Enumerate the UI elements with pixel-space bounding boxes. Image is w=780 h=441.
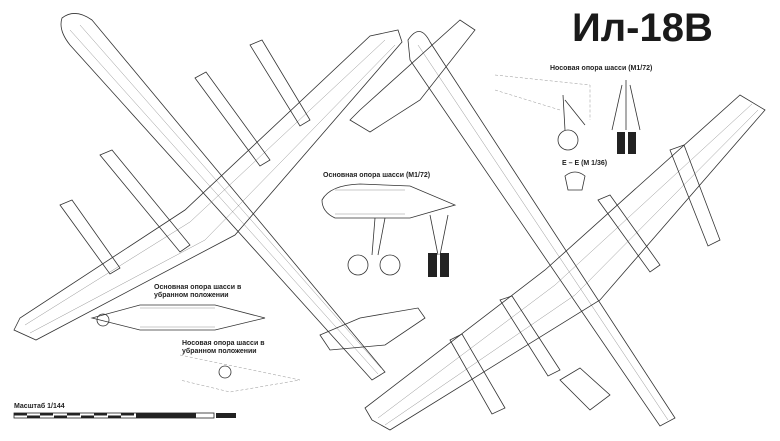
left-aircraft-top-view xyxy=(13,13,426,381)
retracted-gear-detail xyxy=(90,304,301,393)
label-line: Основная опора шасси в xyxy=(154,284,242,291)
scale-bar xyxy=(13,412,236,419)
main-gear-label: Основная опора шасси (М1/72) xyxy=(323,172,431,179)
label-line: Носовая опора шасси в xyxy=(182,340,265,347)
right-aircraft-bottom-view xyxy=(349,19,766,431)
nose-gear-retracted-label: Носовая опора шасси в убранном положении xyxy=(182,340,265,356)
main-gear-retracted-label: Основная опора шасси в убранном положени… xyxy=(154,284,241,300)
scale-label: Масштаб 1/144 xyxy=(14,403,65,410)
main-gear-detail xyxy=(321,183,457,277)
nose-gear-label: Носовая опора шасси (М1/72) xyxy=(550,65,653,72)
label-line: убранном положении xyxy=(182,348,257,355)
nose-gear-detail xyxy=(494,74,641,191)
section-ee-label: Е – Е (М 1/36) xyxy=(562,160,608,167)
label-line: убранном положении xyxy=(154,292,229,299)
aircraft-title: Ил-18В xyxy=(572,6,713,50)
